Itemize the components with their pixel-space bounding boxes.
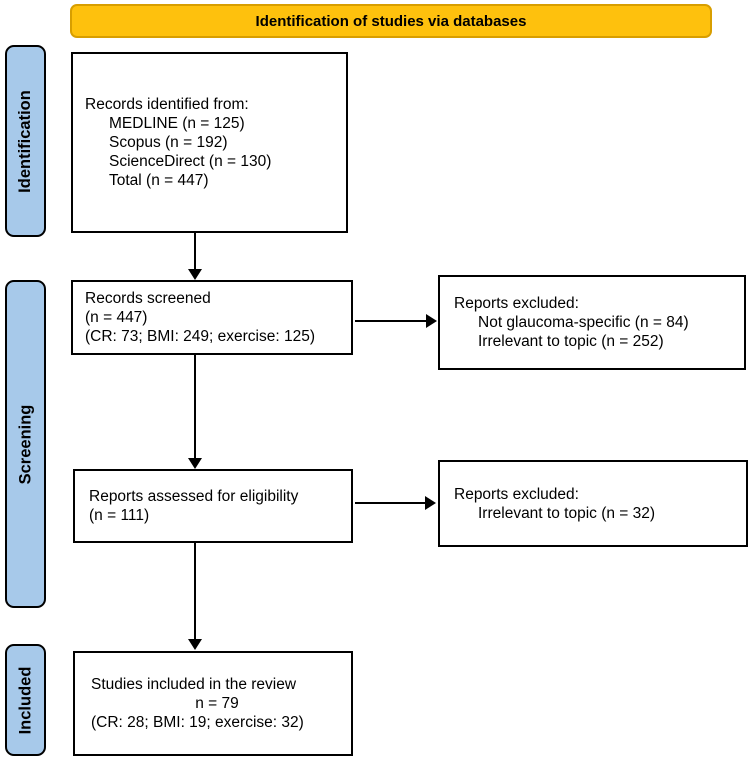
box-reports-excluded-screening: Reports excluded: Not glaucoma-specific … (438, 275, 746, 370)
stage-label-screening: Screening (5, 280, 46, 608)
stage-label-included: Included (5, 644, 46, 756)
arrow-screened-to-assessed-line (194, 355, 196, 458)
arrow-assessed-to-excluded-line (355, 502, 426, 504)
records-screened-line: (n = 447) (85, 309, 148, 326)
reports-excluded-eligibility-title: Reports excluded: (454, 485, 579, 503)
arrow-screened-to-excluded-head (426, 314, 437, 328)
reports-assessed-line: Reports assessed for eligibility (89, 488, 299, 505)
header-banner: Identification of studies via databases (70, 4, 712, 38)
box-records-screened: Records screened (n = 447) (CR: 73; BMI:… (71, 280, 353, 355)
reports-excluded-screening-item: Not glaucoma-specific (n = 84) (478, 314, 689, 331)
records-identified-item: MEDLINE (n = 125) (109, 115, 245, 132)
stage-identification-text: Identification (16, 89, 35, 193)
box-studies-included: Studies included in the review n = 79 (C… (73, 651, 353, 756)
records-identified-item: ScienceDirect (n = 130) (109, 153, 272, 170)
records-screened-line: (CR: 73; BMI: 249; exercise: 125) (85, 328, 316, 345)
reports-excluded-screening-item: Irrelevant to topic (n = 252) (478, 333, 664, 350)
records-identified-item: Scopus (n = 192) (109, 134, 228, 151)
records-identified-title: Records identified from: (85, 96, 249, 113)
records-screened-line: Records screened (85, 290, 211, 307)
box-reports-assessed: Reports assessed for eligibility (n = 11… (73, 469, 353, 543)
arrow-assessed-to-included-head (188, 639, 202, 650)
arrow-screened-to-assessed-head (188, 458, 202, 469)
stage-screening-text: Screening (16, 404, 34, 484)
arrow-assessed-to-included-line (194, 543, 196, 640)
studies-included-line: Studies included in the review (91, 676, 297, 693)
arrow-assessed-to-excluded-head (425, 496, 436, 510)
stage-label-identification: Identification (5, 45, 46, 237)
reports-excluded-screening-title: Reports excluded: (454, 295, 579, 312)
studies-included-line: (CR: 28; BMI: 19; exercise: 32) (91, 714, 304, 731)
arrow-identified-to-screened-line (194, 233, 196, 270)
box-reports-excluded-eligibility: Reports excluded: Irrelevant to topic (n… (438, 460, 748, 547)
reports-assessed-line: (n = 111) (89, 507, 150, 524)
studies-included-count: n = 79 (195, 695, 239, 712)
reports-excluded-eligibility-item: Irrelevant to topic (n = 32) (478, 504, 656, 522)
records-identified-item: Total (n = 447) (109, 172, 209, 189)
arrow-identified-to-screened-head (188, 269, 202, 280)
box-records-identified: Records identified from: MEDLINE (n = 12… (71, 52, 348, 233)
header-banner-label: Identification of studies via databases (255, 12, 527, 30)
stage-included-text: Included (16, 666, 34, 734)
arrow-screened-to-excluded-line (355, 320, 427, 322)
